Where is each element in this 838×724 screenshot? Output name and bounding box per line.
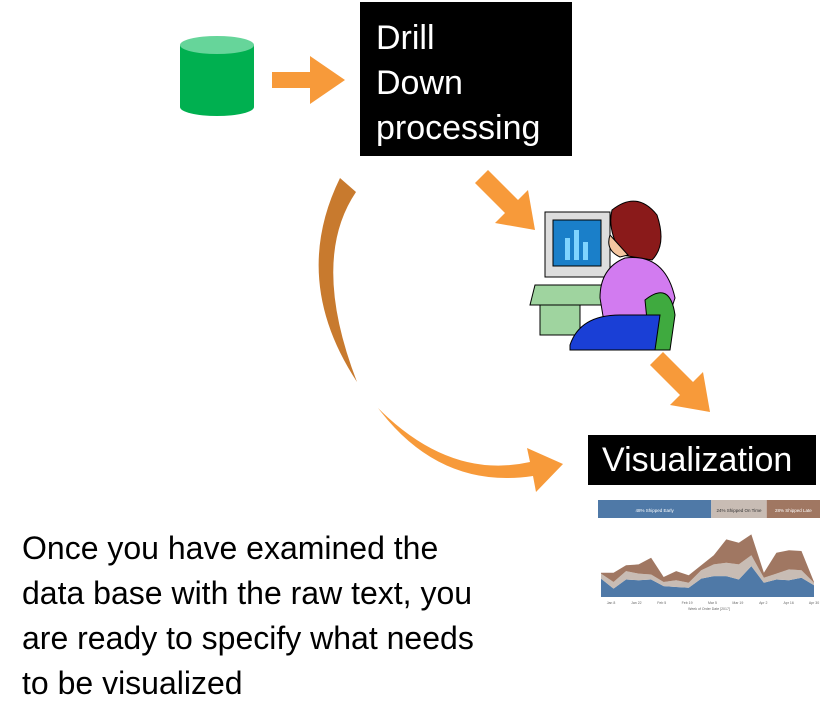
x-tick-label: Mar 19 [732,601,743,605]
arrow-to-person [475,170,535,230]
database-icon [180,36,254,116]
curved-arrow-brown [318,178,357,382]
person-at-computer-icon [529,200,676,351]
process-line: processing [376,109,541,147]
process-line: Down [376,64,463,102]
legend-swatch [711,500,767,518]
arrow-to-visualization [650,352,710,412]
caption: Once you have examined the data base wit… [22,526,582,706]
area-series-0 [601,566,814,597]
legend-label: 24% Shipped On Time [716,508,762,513]
arrow-to-drill-down [272,56,345,104]
caption-line: are ready to specify what needs [22,620,474,656]
visualization-box: Visualization [588,435,816,485]
area-series-1 [601,555,814,589]
caption-line: to be visualized [22,665,243,701]
x-tick-label: Feb 5 [657,601,666,605]
x-tick-label: Jan 22 [631,601,642,605]
legend-label: 48% Shipped Early [635,508,674,513]
x-tick-label: Feb 19 [682,601,693,605]
drill-down-processing-box: Drill Down processing [360,2,572,156]
x-tick-label: Apr 16 [783,601,793,605]
x-tick-label: Apr 30 [809,601,819,605]
caption-line: data base with the raw text, you [22,575,473,611]
area-series-2 [601,534,814,583]
x-tick-label: Mar 5 [708,601,717,605]
curved-arrow-orange [378,408,563,492]
x-tick-label: Apr 2 [759,601,767,605]
caption-line: Once you have examined the [22,530,439,566]
x-axis-label: Week of Order Date [2017] [688,607,730,611]
legend-label: 28% Shipped Late [775,508,812,513]
shipping-area-chart: 48% Shipped Early 24% Shipped On Time 28% … [598,500,820,611]
process-line: Drill [376,19,435,57]
legend-swatch [766,500,820,518]
legend-swatch [598,500,712,518]
x-tick-label: Jan 8 [607,601,616,605]
